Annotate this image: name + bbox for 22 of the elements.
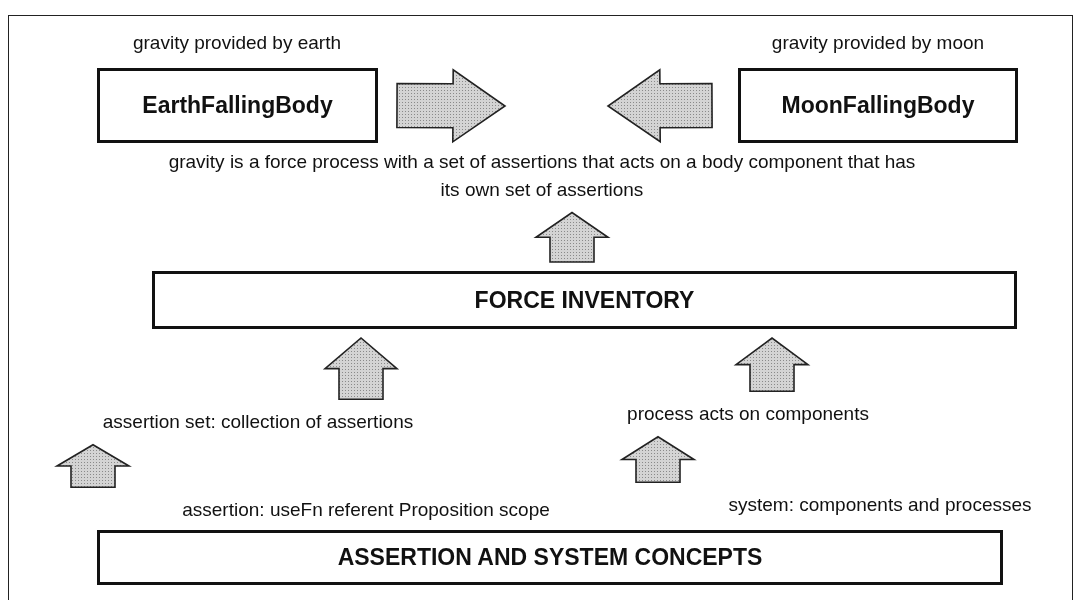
- block-arrow: [733, 337, 811, 392]
- concept-box: [152, 271, 1017, 329]
- concept-box: [738, 68, 1018, 143]
- block-arrow: [619, 435, 697, 483]
- concept-box: [97, 68, 378, 143]
- box-title: EarthFallingBody: [142, 92, 333, 119]
- caption-text: gravity provided by earth: [132, 31, 342, 56]
- description-text: system: components and processes: [728, 491, 1032, 519]
- box-title: FORCE INVENTORY: [474, 286, 695, 314]
- block-arrow: [533, 211, 611, 263]
- box-title: ASSERTION AND SYSTEM CONCEPTS: [337, 544, 763, 571]
- description-text: process acts on components: [627, 400, 869, 428]
- description-text: gravity is a force process with a set of assertions that acts on a body component that has its own set of assertions: [162, 148, 922, 204]
- caption-text: gravity provided by moon: [771, 31, 985, 56]
- description-text: assertion set: collection of assertions: [102, 408, 414, 436]
- block-arrow: [396, 68, 507, 144]
- concept-box: [97, 530, 1003, 585]
- description-text: assertion: useFn referent Proposition scope: [182, 496, 550, 524]
- block-arrow: [606, 68, 713, 144]
- block-arrow: [54, 443, 132, 488]
- box-title: MoonFallingBody: [781, 92, 975, 119]
- block-arrow: [322, 336, 400, 400]
